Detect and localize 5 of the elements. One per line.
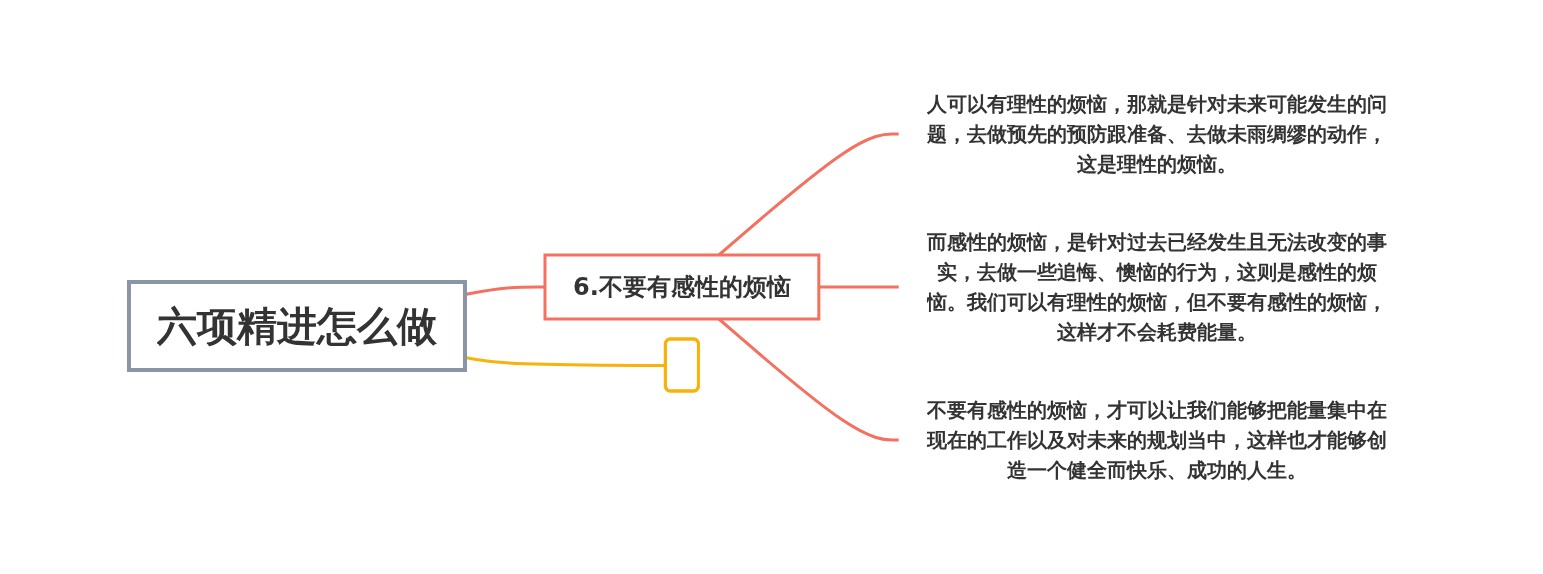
node-box: 6.不要有感性的烦恼 xyxy=(543,253,820,321)
node-text: 不要有感性的烦恼，才可以让我们能够把能量集中在现在的工作以及对未来的规划当中，这样也才能够创造一个健全而快乐、成功的人生。 xyxy=(926,398,1387,482)
node-text: 人可以有理性的烦恼，那就是针对未来可能发生的问题，去做预先的预防跟准备、去做未雨绸缪的动作，这是理性的烦恼。 xyxy=(926,92,1387,176)
node-text: 而感性的烦恼，是针对过去已经发生且无法改变的事实，去做一些追悔、懊恼的行为，这则是感性的烦恼。我们可以有理性的烦恼，但不要有感性的烦恼，这样才不会耗费能量。 xyxy=(926,230,1387,344)
connector xyxy=(818,285,899,289)
